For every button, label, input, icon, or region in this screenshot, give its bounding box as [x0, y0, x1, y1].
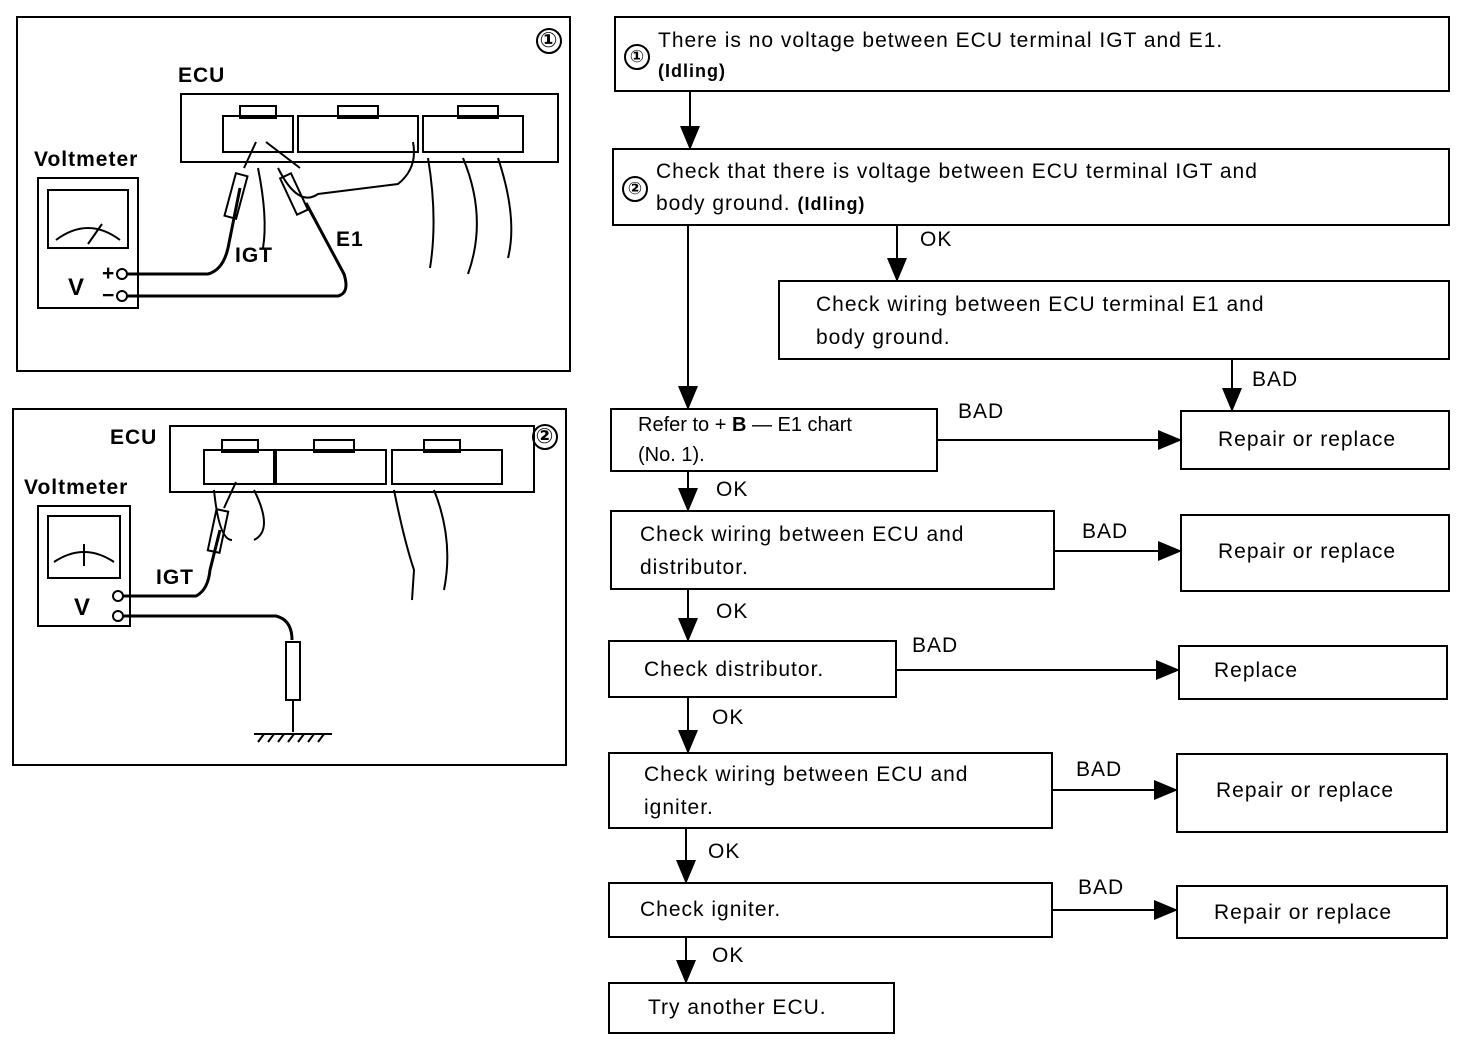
step2-text-line1: Check that there is voltage between ECU … [656, 160, 1258, 183]
check-e1-wiring-box: Check wiring between ECU terminal E1 and… [778, 280, 1450, 360]
illustration-panel-1: ① ECU Voltmeter V + − IGT E1 [16, 16, 571, 372]
step2-condition: (Idling) [797, 194, 866, 214]
igt-probe-label-2: IGT [156, 566, 194, 589]
ecu-body-icon-2 [169, 425, 535, 493]
voltmeter-unit-2: V [74, 594, 92, 621]
result-ign-box: Repair or replace [1176, 885, 1448, 939]
result-refer-box: Repair or replace [1180, 410, 1450, 470]
bad-label-cdist: BAD [912, 634, 959, 657]
refer-chart-box: Refer to + B — E1 chart (No. 1). [610, 408, 938, 472]
check-igniter-box: Check igniter. [608, 882, 1053, 938]
ok-label-cign: OK [712, 944, 745, 967]
ground-icon [257, 733, 325, 743]
ok-label-refer: OK [716, 478, 749, 501]
refer-post: — E1 chart [746, 414, 852, 436]
ok-label-wdist: OK [716, 600, 749, 623]
step1-box: ① There is no voltage between ECU termin… [614, 16, 1450, 92]
result-refer-text: Repair or replace [1218, 428, 1397, 451]
wdist-line1: Check wiring between ECU and [640, 523, 965, 546]
wign-line2: igniter. [644, 796, 714, 819]
bad-label-wign: BAD [1076, 758, 1123, 781]
step1-text: There is no voltage between ECU terminal… [658, 29, 1224, 52]
ok-label-checke1: OK [920, 228, 953, 251]
ecu-label-1: ECU [178, 64, 226, 87]
bad-label-refer: BAD [958, 400, 1005, 423]
result-wign-text: Repair or replace [1216, 779, 1395, 802]
result-wdist-text: Repair or replace [1218, 540, 1397, 563]
step1-number: ① [624, 44, 650, 70]
wign-line1: Check wiring between ECU and [644, 763, 969, 786]
cign-text: Check igniter. [640, 898, 782, 921]
panel-number-1: ① [536, 28, 562, 54]
result-wign-box: Repair or replace [1176, 753, 1448, 833]
result-dist-box: Replace [1178, 645, 1448, 700]
try-another-ecu-box: Try another ECU. [608, 982, 895, 1034]
wdist-line2: distributor. [640, 556, 749, 579]
voltmeter-icon [37, 177, 139, 309]
refer-line2: (No. 1). [638, 444, 705, 466]
step1-condition: (Idling) [658, 61, 726, 81]
ok-label-cdist: OK [712, 706, 745, 729]
illustration-panel-2: ② ECU Voltmeter V IGT [12, 408, 567, 766]
refer-bold: B [731, 414, 747, 436]
bad-label-wdist: BAD [1082, 520, 1129, 543]
step2-text-line2: body ground. [656, 192, 791, 215]
result-ign-text: Repair or replace [1214, 901, 1393, 924]
plus-terminal-label: + [102, 262, 116, 285]
illustration-2-drawing [37, 425, 535, 743]
ecu-body-icon [180, 93, 559, 163]
voltmeter-icon-2 [37, 505, 131, 627]
voltmeter-label-1: Voltmeter [34, 148, 139, 171]
check-distributor-box: Check distributor. [608, 640, 897, 698]
bad-label-checke1: BAD [1252, 368, 1299, 391]
wiring-distributor-box: Check wiring between ECU and distributor… [610, 510, 1055, 590]
ok-label-wign: OK [708, 840, 741, 863]
voltmeter-label-2: Voltmeter [24, 476, 129, 499]
wiring-igniter-box: Check wiring between ECU and igniter. [608, 752, 1053, 829]
illustration-1-drawing [37, 93, 559, 309]
refer-pre: Refer to + [638, 414, 732, 436]
result-dist-text: Replace [1214, 659, 1299, 682]
try-ecu-text: Try another ECU. [648, 996, 827, 1019]
e1-probe-label: E1 [336, 228, 364, 251]
ecu-label-2: ECU [110, 426, 158, 449]
voltmeter-unit-1: V [68, 274, 86, 301]
step2-box: ② Check that there is voltage between EC… [612, 148, 1450, 226]
bad-label-cign: BAD [1078, 876, 1125, 899]
check-e1-line2: body ground. [816, 326, 951, 349]
step2-number: ② [622, 176, 648, 202]
check-e1-line1: Check wiring between ECU terminal E1 and [816, 293, 1265, 316]
result-wdist-box: Repair or replace [1180, 514, 1450, 592]
minus-terminal-label: − [102, 284, 116, 307]
igt-probe-label-1: IGT [235, 244, 273, 267]
cdist-text: Check distributor. [644, 658, 825, 681]
